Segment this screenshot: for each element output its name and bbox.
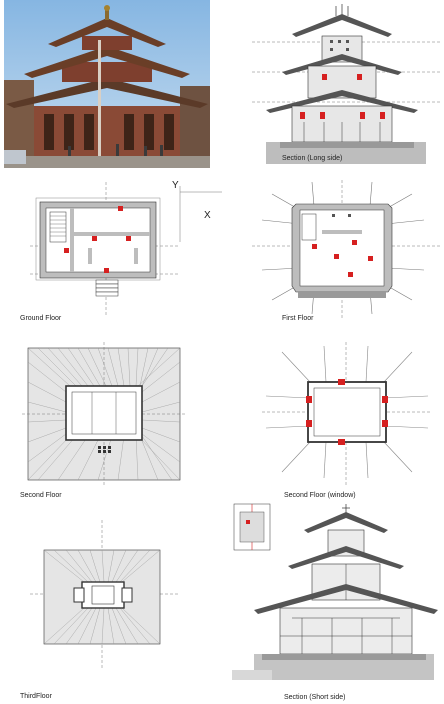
second-floor-window-caption: Second Floor (window) xyxy=(284,492,356,499)
second-floor-caption: Second Floor xyxy=(20,492,62,499)
section-long-caption: Section (Long side) xyxy=(282,155,343,162)
first-floor-caption: First Floor xyxy=(282,315,314,322)
section-long-drawing xyxy=(252,2,442,166)
ground-floor-plan xyxy=(30,182,222,316)
section-short-caption: Section (Short side) xyxy=(284,694,346,701)
section-short-drawing xyxy=(232,500,442,692)
axis-x-label: X xyxy=(204,210,211,221)
ground-floor-caption: Ground Floor xyxy=(20,315,62,322)
first-floor-plan xyxy=(252,180,442,318)
second-floor-plan xyxy=(22,342,186,486)
axis-y-label: Y xyxy=(172,180,179,191)
third-floor-plan xyxy=(30,520,180,670)
second-floor-window-plan xyxy=(262,342,432,486)
temple-photo xyxy=(4,0,210,168)
third-floor-caption: ThirdFloor xyxy=(20,693,52,700)
